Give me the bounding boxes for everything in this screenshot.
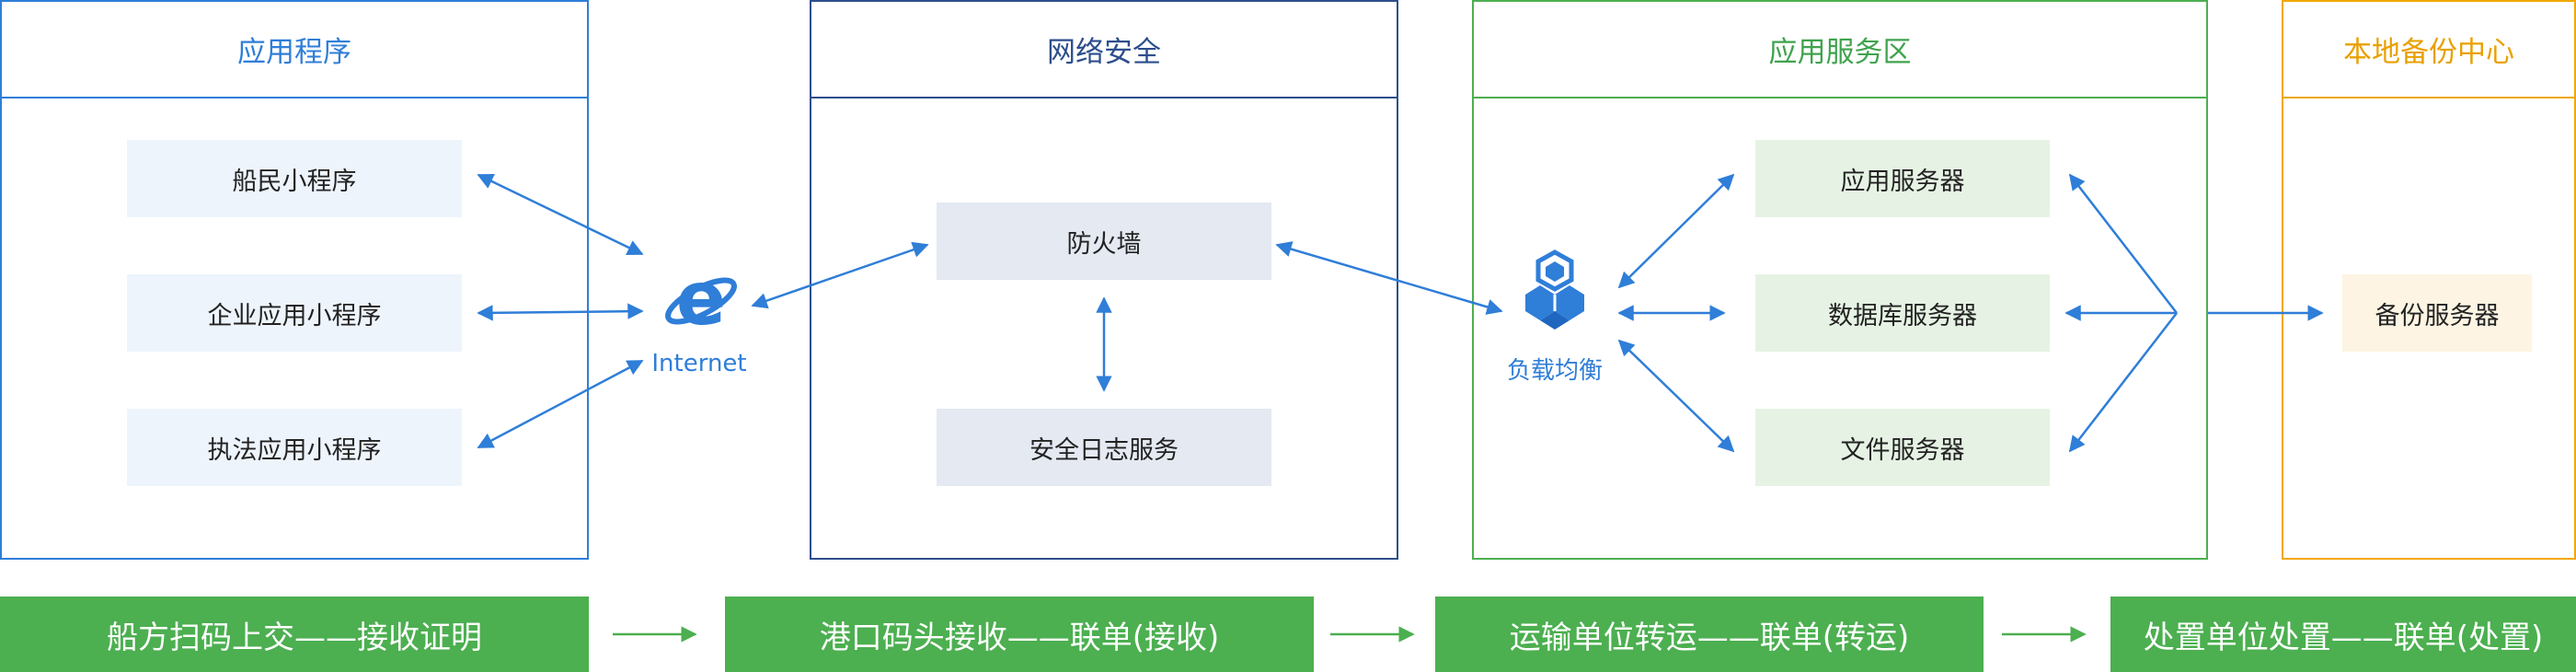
enforcement-miniprogram-node: 执法应用小程序 (127, 409, 462, 486)
security-log-service-node: 安全日志服务 (937, 409, 1271, 486)
flow-step-1: 船方扫码上交——接收证明 (0, 597, 589, 672)
app-server-node: 应用服务器 (1755, 140, 2050, 217)
app-service-panel-title: 应用服务区 (1474, 2, 2206, 98)
crew-miniprogram-node: 船民小程序 (127, 140, 462, 217)
internet-label: Internet (651, 350, 747, 377)
app-panel-title: 应用程序 (2, 2, 587, 98)
firewall-node: 防火墙 (937, 203, 1271, 280)
backup-center-panel-title: 本地备份中心 (2283, 2, 2574, 98)
enterprise-miniprogram-node: 企业应用小程序 (127, 274, 462, 352)
flow-step-2: 港口码头接收——联单(接收) (725, 597, 1314, 672)
flow-step-4: 处置单位处置——联单(处置) (2110, 597, 2576, 672)
network-security-panel-title: 网络安全 (811, 2, 1397, 98)
file-server-node: 文件服务器 (1755, 409, 2050, 486)
flow-step-3: 运输单位转运——联单(转运) (1435, 597, 1984, 672)
database-server-node: 数据库服务器 (1755, 274, 2050, 352)
svg-text:e: e (676, 260, 726, 342)
load-balancer-label: 负载均衡 (1506, 357, 1603, 385)
load-balancer-icon (1525, 249, 1584, 330)
internet-explorer-icon: e (665, 260, 737, 342)
backup-server-node: 备份服务器 (2342, 274, 2532, 352)
